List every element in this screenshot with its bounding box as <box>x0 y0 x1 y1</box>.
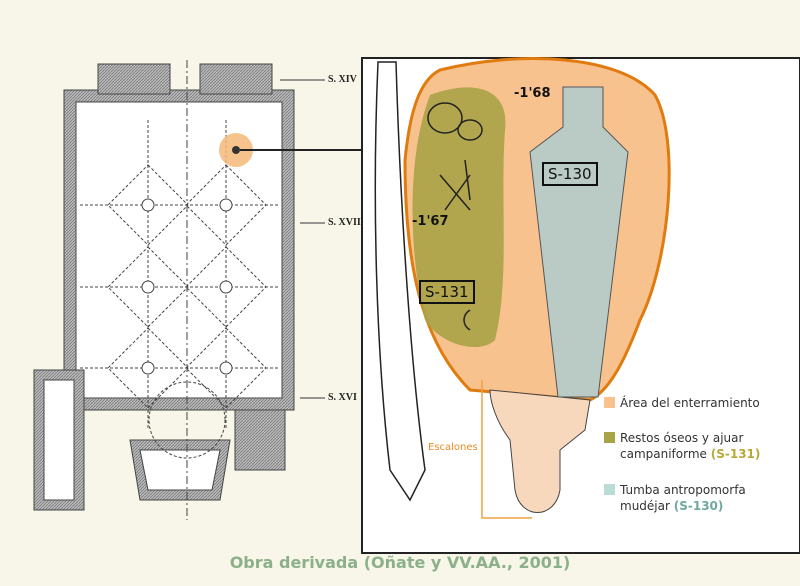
remains-area <box>412 87 506 348</box>
legend-item-tomb: Tumba antropomorfa mudéjar (S-130) <box>604 482 790 514</box>
century-label-xvii: S. XVII <box>328 217 361 228</box>
caption: Obra derivada (Oñate y VV.AA., 2001) <box>229 553 571 572</box>
century-label-xvi: S. XVI <box>328 392 357 403</box>
legend-item-remains: Restos óseos y ajuar campaniforme (S-131… <box>604 430 790 462</box>
steps-area <box>489 389 591 513</box>
remains-label: S-131 <box>419 280 475 304</box>
burial-detail <box>361 57 800 554</box>
tomb-s130 <box>529 86 629 398</box>
steps-label: Escalones <box>428 442 478 453</box>
wall-outline <box>374 61 426 502</box>
depth-label-left: -1'67 <box>412 214 449 229</box>
depth-label-top: -1'68 <box>514 86 551 101</box>
tomb-label: S-130 <box>542 162 598 186</box>
church-floor-plan <box>33 60 362 520</box>
century-label-xiv: S. XIV <box>328 74 357 85</box>
legend-item-area: Área del enterramiento <box>604 395 760 411</box>
